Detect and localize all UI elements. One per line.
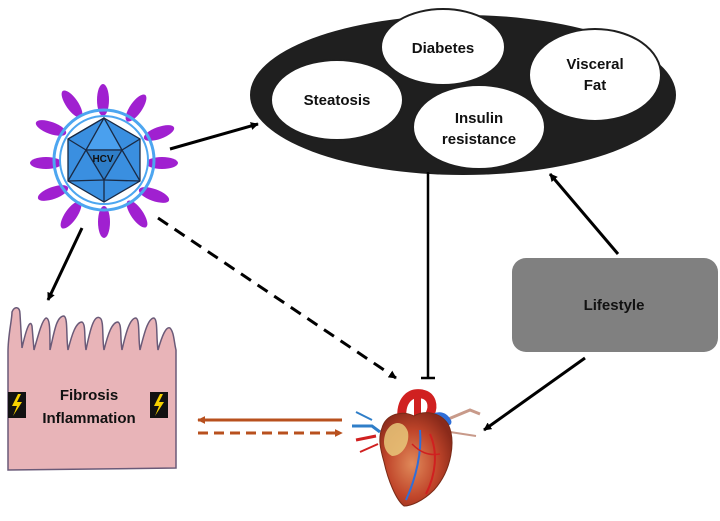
steatosis-label: Steatosis: [304, 92, 371, 109]
diabetes-node: [380, 8, 506, 86]
steatosis-node: [270, 59, 404, 141]
inflammation-label: Inflammation: [42, 410, 135, 427]
virus-capsid: [67, 116, 141, 203]
visceral-fat-label-line2: Fat: [584, 77, 607, 94]
liver-tissue: Fibrosis Inflammation: [7, 307, 177, 471]
arrows: [46, 122, 620, 437]
hcv-virus: HCV: [30, 84, 178, 238]
lightning-icon-left: [8, 392, 26, 418]
insulin-resistance-node: [412, 84, 546, 170]
arrow-lifestyle-to-metabolic: [548, 173, 620, 255]
virus-envelope-outer: [52, 108, 156, 212]
heart-icon: [352, 389, 481, 507]
insulin-resistance-label-line2: resistance: [442, 131, 516, 148]
fibrosis-label: Fibrosis: [60, 387, 118, 404]
insulin-resistance-label-line1: Insulin: [455, 110, 503, 127]
lifestyle-box: Lifestyle: [512, 258, 718, 352]
diabetes-label: Diabetes: [412, 40, 475, 57]
arrow-hcv-to-liver: [46, 227, 84, 301]
inhibition-insulin-to-heart: [421, 172, 435, 380]
tissue-shape: [7, 307, 177, 471]
visceral-fat-node: [528, 28, 662, 122]
lifestyle-label: Lifestyle: [584, 297, 645, 314]
arrow-lifestyle-to-heart: [483, 356, 586, 432]
arrow-hcv-to-heart-dashed: [157, 216, 397, 380]
arrow-hcv-to-metabolic: [169, 122, 259, 151]
hcv-label: HCV: [92, 154, 113, 165]
metabolic-factors-group: Diabetes Steatosis Visceral Fat Insulin …: [250, 8, 676, 175]
visceral-fat-label-line1: Visceral: [566, 56, 623, 73]
lifestyle-rect: [512, 258, 718, 352]
virus-spikes: [30, 84, 178, 238]
lightning-icon-right: [150, 392, 168, 418]
